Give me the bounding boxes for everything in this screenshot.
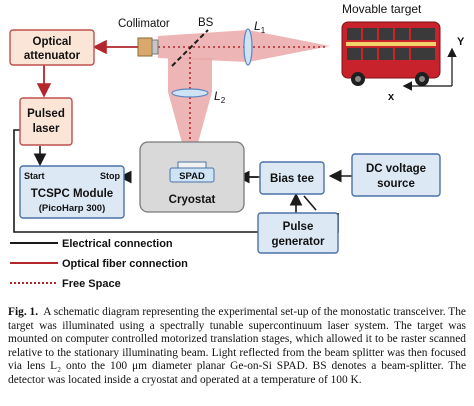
dc-voltage-source-box: DC voltage source	[351, 153, 441, 197]
legend: Electrical connection Optical fiber conn…	[10, 238, 188, 290]
tcspc-start-label: Start	[24, 171, 45, 181]
pulsed-laser-line1: Pulsed	[27, 108, 65, 120]
lens-l2	[171, 88, 209, 98]
pulsed-laser-line2: laser	[33, 123, 60, 135]
collimator-label: Collimator	[118, 18, 170, 30]
lens-l2-label: L2	[214, 89, 226, 105]
beam-splitter	[171, 29, 209, 67]
setup-diagram: Collimator BS L1 L2 Movable target	[9, 2, 465, 290]
caption-text: A schematic diagram representing the exp…	[8, 306, 466, 386]
spad-label: SPAD	[179, 171, 205, 182]
caption-fig-label: Fig. 1.	[8, 306, 39, 318]
figure-caption: Fig. 1. A schematic diagram representing…	[8, 306, 466, 388]
target-label: Movable target	[342, 2, 422, 16]
tcspc-stop-label: Stop	[100, 171, 120, 181]
pulse-generator-box: Pulse generator	[257, 212, 339, 254]
bs-label: BS	[198, 17, 214, 29]
pulsed-laser-box: Pulsed laser	[19, 97, 73, 146]
tcspc-module-box: Start Stop TCSPC Module (PicoHarp 300)	[19, 165, 125, 219]
optical-attenuator-box: Optical attenuator	[9, 29, 95, 66]
collimator: Collimator	[118, 18, 170, 57]
optical-attenuator-line1: Optical	[33, 36, 72, 48]
movable-target: Movable target	[341, 2, 441, 86]
legend-fiber-label: Optical fiber connection	[62, 258, 188, 270]
axis-x-label: x	[388, 91, 395, 103]
tcspc-line2: (PicoHarp 300)	[39, 203, 106, 214]
legend-electrical-label: Electrical connection	[62, 238, 173, 250]
cryostat-box: SPAD Cryostat	[139, 141, 245, 213]
dc-voltage-line1: DC voltage	[366, 163, 426, 175]
optical-fiber-connections	[36, 39, 138, 98]
lens-l1-label: L1	[254, 19, 266, 35]
pulse-generator-line1: Pulse	[283, 221, 314, 233]
axis-y-label: Y	[457, 36, 465, 48]
pulse-generator-line2: generator	[271, 236, 325, 248]
bias-tee-box: Bias tee	[259, 161, 325, 195]
dc-voltage-line2: source	[377, 178, 415, 190]
bias-tee-label: Bias tee	[270, 173, 314, 185]
axes-icon: Y x	[388, 36, 465, 103]
legend-free-space-label: Free Space	[62, 278, 121, 290]
optical-attenuator-line2: attenuator	[24, 50, 81, 62]
lens-l1	[243, 28, 253, 66]
tcspc-line1: TCSPC Module	[31, 188, 113, 200]
cryostat-label: Cryostat	[169, 194, 216, 206]
bus-icon	[341, 21, 441, 86]
